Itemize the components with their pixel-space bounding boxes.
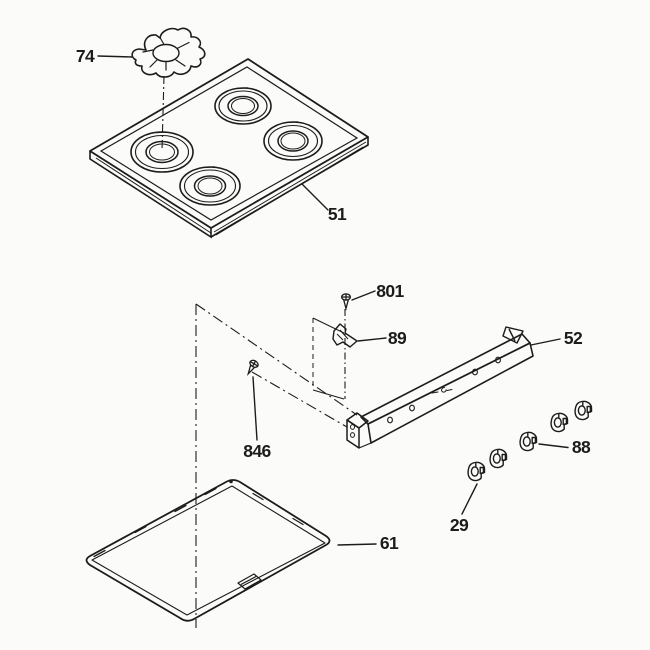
mounting-bracket bbox=[332, 323, 358, 348]
callout-grate: 74 bbox=[76, 46, 95, 66]
callout-knob-29: 29 bbox=[450, 515, 469, 535]
panel-marking bbox=[431, 387, 453, 394]
callout-bottom-panel: 61 bbox=[380, 533, 399, 553]
callout-screw-846: 846 bbox=[243, 441, 271, 461]
burner-ring bbox=[179, 166, 241, 206]
knob-icon bbox=[519, 431, 538, 452]
callout-knobs-88: 88 bbox=[572, 437, 591, 457]
manifold-panel bbox=[346, 326, 534, 449]
grate-projection-line bbox=[161, 75, 165, 151]
knob-icon bbox=[467, 461, 486, 482]
callout-bracket: 89 bbox=[388, 328, 407, 348]
burner-grate bbox=[131, 27, 206, 78]
projection-lines bbox=[195, 303, 358, 628]
screw-icon bbox=[243, 358, 261, 377]
callout-screw-801: 801 bbox=[376, 281, 404, 301]
burner-ring bbox=[263, 121, 323, 161]
callout-main-top: 51 bbox=[328, 204, 347, 224]
knob-icon bbox=[574, 400, 593, 421]
burner-ring bbox=[130, 131, 194, 173]
knob-icon bbox=[489, 448, 508, 469]
bottom-panel bbox=[85, 479, 331, 622]
screw-icon bbox=[340, 293, 352, 310]
main-top-panel bbox=[89, 58, 369, 239]
knob-icon bbox=[550, 412, 569, 433]
hidden-panel-outline bbox=[312, 317, 345, 400]
burner-ring bbox=[214, 87, 272, 125]
callout-manifold-panel: 52 bbox=[564, 328, 583, 348]
leader-lines bbox=[97, 55, 569, 546]
